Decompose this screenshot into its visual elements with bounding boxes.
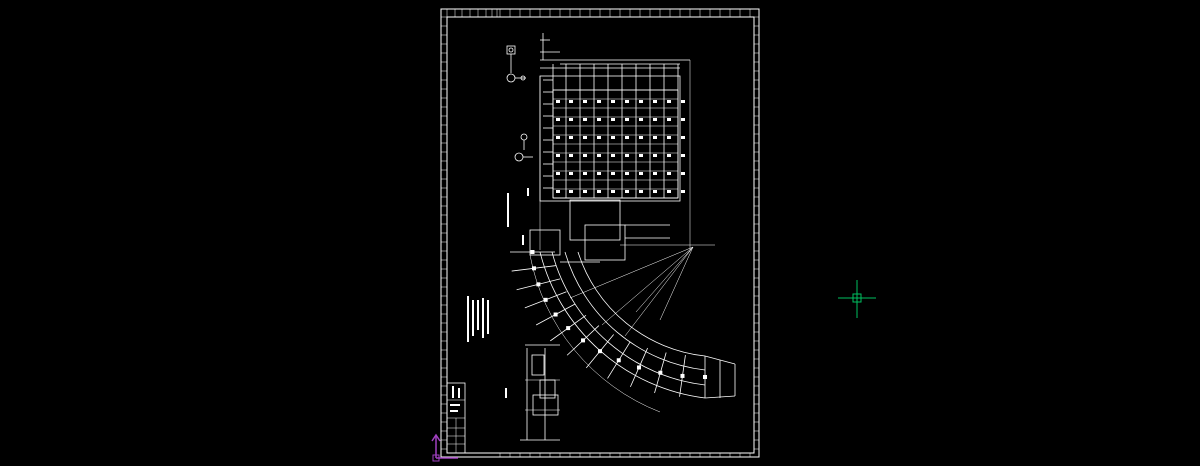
ucs-axis-icon [431,433,458,462]
title-block [446,382,466,454]
general-notes [467,296,489,342]
vertical-notes [507,188,529,245]
radial-dimension-lines [569,246,694,337]
building-plan [529,59,715,263]
border-ticks [441,9,759,457]
top-title-strip [446,8,498,18]
section-detail [505,344,560,441]
section-symbols [506,33,560,162]
curved-corridor [510,250,736,413]
sheet-inner-border [446,16,755,454]
crosshair-cursor-icon [838,280,876,318]
